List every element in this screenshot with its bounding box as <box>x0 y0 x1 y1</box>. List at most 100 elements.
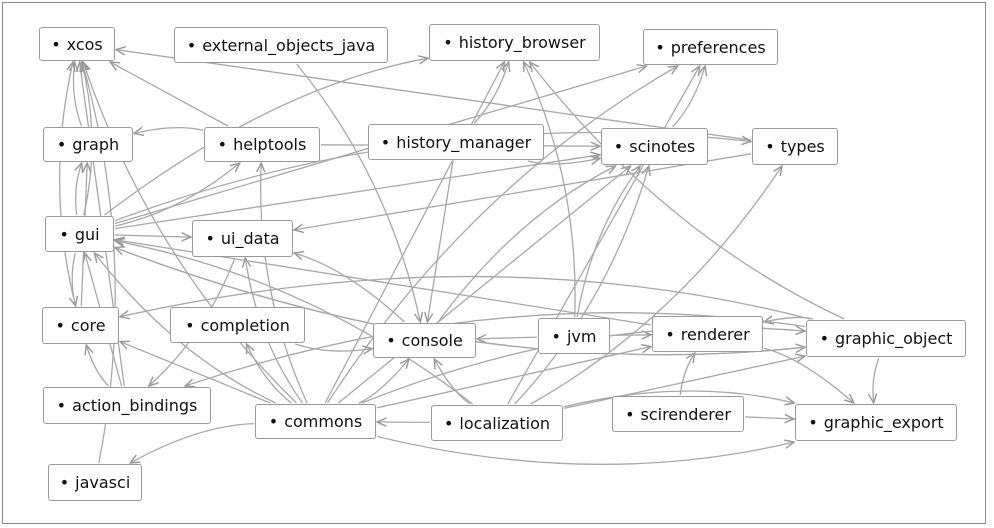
edge-commons-to-javasci <box>130 422 255 463</box>
edge-graphic-object-to-history-browser <box>530 62 845 320</box>
node-label: console <box>401 331 463 350</box>
node-completion: •completion <box>170 307 305 343</box>
node-localization: •localization <box>431 405 563 441</box>
node-bullet: • <box>443 413 454 433</box>
edge-localization-to-types <box>530 166 782 405</box>
node-bullet: • <box>186 35 197 55</box>
edge-completion-to-console <box>294 343 372 351</box>
node-bullet: • <box>443 33 453 52</box>
node-label: core <box>70 316 106 335</box>
node-bullet: • <box>56 135 67 154</box>
node-label: history_manager <box>396 132 532 152</box>
node-label: scirenderer <box>640 404 731 424</box>
edge-scirenderer-to-renderer <box>679 353 695 396</box>
node-bullet: • <box>380 132 391 152</box>
node-graphic-export: •graphic_export <box>795 404 957 441</box>
edge-jvm-to-scinotes <box>576 166 640 318</box>
node-bullet: • <box>665 324 675 344</box>
edge-gui-to-history-browser <box>104 58 429 216</box>
edge-commons-to-renderer <box>376 347 651 409</box>
edge-history-manager-to-scinotes <box>527 158 600 164</box>
node-ui-data: • ui_data <box>192 220 293 257</box>
edge-gui-to-graph <box>76 163 82 216</box>
edge-graphic-object-to-core <box>120 275 811 320</box>
edge-localization-to-graphic-object <box>563 356 805 410</box>
node-bullet: • <box>625 404 635 424</box>
edge-scinotes-to-preferences <box>672 66 706 128</box>
node-label: action_bindings <box>72 396 198 415</box>
node-label: history_browser <box>458 33 586 52</box>
node-label: scinotes <box>629 137 696 156</box>
node-action-bindings: • action_bindings <box>43 387 211 424</box>
edge-gui-to-core <box>72 252 75 306</box>
node-xcos: •xcos <box>39 27 115 61</box>
edge-commons-to-history-browser <box>324 62 504 404</box>
edge-commons-to-core <box>120 342 271 404</box>
edge-scirenderer-to-graphic-export <box>744 417 794 419</box>
node-scinotes: • scinotes <box>601 128 708 165</box>
edge-localization-to-graphic-export <box>563 390 794 408</box>
edge-gui-to-helptools <box>114 163 240 227</box>
node-bullet: • <box>55 316 65 335</box>
node-javasci: • javasci <box>48 464 142 501</box>
edge-action-bindings-to-core <box>86 345 109 387</box>
edge-jvm-to-history-browser <box>524 62 576 318</box>
edge-history-manager-to-console <box>427 160 454 322</box>
node-label: localization <box>459 413 550 433</box>
edge-graphic-object-to-renderer <box>764 317 814 321</box>
node-label: javasci <box>75 473 131 492</box>
edge-commons-to-graphic-export <box>376 435 794 465</box>
edge-console-to-ui-data <box>294 253 405 323</box>
node-renderer: •renderer <box>652 316 763 352</box>
node-bullet: • <box>655 37 665 57</box>
node-bullet: • <box>613 137 624 156</box>
node-label: graphic_object <box>835 329 953 348</box>
node-history-manager: •history_manager <box>368 124 544 160</box>
node-label: external_objects_java <box>202 35 376 55</box>
edge-core-to-xcos <box>58 62 77 307</box>
edge-commons-to-scinotes <box>337 166 630 404</box>
edge-jvm-to-console <box>477 337 538 339</box>
edge-renderer-to-gui <box>115 240 652 326</box>
edge-commons-to-helptools <box>261 163 308 404</box>
edge-history-manager-to-history-browser <box>473 62 508 124</box>
node-label: graph <box>72 135 120 154</box>
node-history-browser: • history_browser <box>429 24 600 61</box>
node-commons: •commons <box>255 404 376 439</box>
node-bullet: • <box>386 331 396 350</box>
node-label: ui_data <box>220 229 280 248</box>
edge-gui-to-ui-data <box>114 235 191 237</box>
node-bullet: • <box>819 329 830 348</box>
node-graph: • graph <box>43 127 133 162</box>
node-jvm: •jvm <box>538 318 610 354</box>
edge-gui-to-scinotes <box>114 155 600 230</box>
node-scirenderer: •scirenderer <box>612 396 744 432</box>
node-label: renderer <box>680 324 750 344</box>
node-bullet: • <box>51 34 61 54</box>
node-label: jvm <box>566 326 597 346</box>
edge-helptools-to-xcos <box>110 62 229 127</box>
edge-commons-to-console <box>358 359 409 404</box>
edge-commons-to-completion <box>247 344 292 404</box>
node-gui: •gui <box>45 216 114 252</box>
node-label: completion <box>200 315 290 335</box>
edge-localization-to-gui <box>115 241 473 405</box>
node-preferences: •preferences <box>643 29 778 65</box>
node-label: commons <box>284 412 363 431</box>
node-bullet: • <box>551 326 561 346</box>
edge-localization-to-scinotes <box>514 166 649 405</box>
node-bullet: • <box>205 229 215 248</box>
node-core: • core <box>42 307 119 344</box>
node-console: • console <box>373 323 476 358</box>
node-bullet: • <box>59 224 69 244</box>
node-graphic-object: • graphic_object <box>806 320 966 357</box>
node-label: helptools <box>233 135 307 154</box>
node-bullet: • <box>56 396 67 415</box>
node-bullet: • <box>185 315 195 335</box>
node-bullet: • <box>217 135 228 154</box>
node-bullet: • <box>765 137 775 156</box>
node-label: gui <box>74 224 100 244</box>
node-bullet: • <box>59 473 70 492</box>
node-label: graphic_export <box>823 413 944 432</box>
